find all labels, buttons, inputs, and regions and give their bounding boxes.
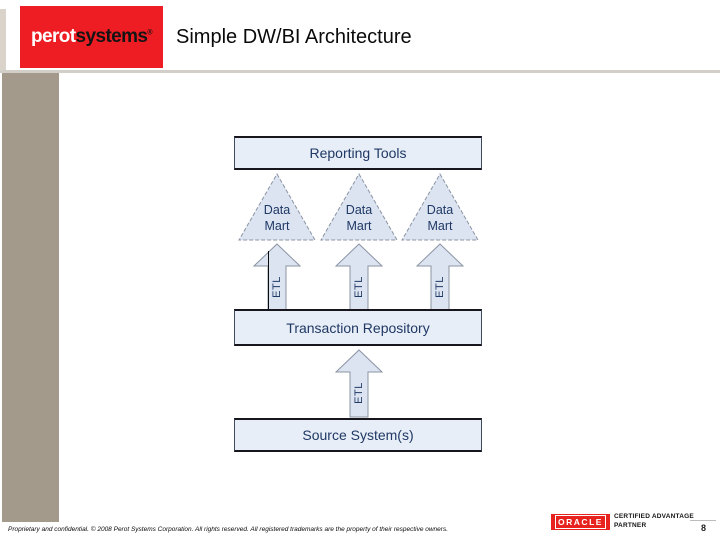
page-number: 8: [701, 523, 707, 533]
logo-word-perot: perot: [31, 26, 76, 47]
etl-arrow-2: ETL: [335, 243, 383, 311]
etl-label: ETL: [353, 276, 365, 298]
etl-arrow-1: ETL: [253, 243, 301, 311]
etl-label: ETL: [353, 382, 365, 404]
triangle-shape: [320, 173, 398, 241]
perot-systems-logo-text: perotsystems®: [31, 26, 152, 48]
partner-line-2: PARTNER: [614, 521, 647, 529]
connector-line: [268, 251, 269, 310]
triangle-shape: [401, 173, 479, 241]
data-mart-triangle-2: Data Mart: [320, 173, 398, 241]
source-systems-label: Source System(s): [302, 427, 414, 443]
data-mart-triangle-1: Data Mart: [238, 173, 316, 241]
reporting-tools-label: Reporting Tools: [309, 145, 407, 161]
page-number-rule: [690, 520, 716, 521]
registered-trademark-mark: ®: [147, 29, 152, 37]
data-mart-label: Data Mart: [426, 203, 454, 233]
data-mart-label: Data Mart: [345, 203, 373, 233]
etl-arrow-3: ETL: [416, 243, 464, 311]
footer-copyright: Proprietary and confidential. © 2008 Per…: [8, 526, 449, 533]
oracle-logo-frame: ORACLE: [555, 515, 606, 529]
transaction-repository-label: Transaction Repository: [286, 319, 430, 336]
left-edge-strip: [0, 9, 6, 72]
up-arrow-shape: [335, 349, 383, 418]
source-systems-box: Source System(s): [234, 418, 482, 452]
logo-word-systems: systems: [75, 26, 148, 47]
data-mart-triangle-3: Data Mart: [401, 173, 479, 241]
left-sidebar-band: [2, 73, 59, 522]
slide-title: Simple DW/BI Architecture: [176, 26, 412, 48]
transaction-repository-box: Transaction Repository: [234, 309, 482, 346]
perot-systems-logo: perotsystems®: [20, 6, 163, 68]
certified-advantage-partner-label: CERTIFIED ADVANTAGE PARTNER: [614, 513, 694, 530]
etl-arrow-4: ETL: [335, 349, 383, 418]
partner-line-1: CERTIFIED ADVANTAGE: [614, 513, 694, 520]
oracle-logo: ORACLE: [551, 514, 610, 530]
oracle-logo-text: ORACLE: [558, 517, 603, 527]
etl-label: ETL: [434, 276, 446, 298]
header-divider-line: [0, 70, 720, 73]
data-mart-label: Data Mart: [263, 203, 291, 233]
triangle-shape: [238, 173, 316, 241]
reporting-tools-box: Reporting Tools: [234, 136, 482, 170]
etl-label: ETL: [271, 276, 283, 298]
